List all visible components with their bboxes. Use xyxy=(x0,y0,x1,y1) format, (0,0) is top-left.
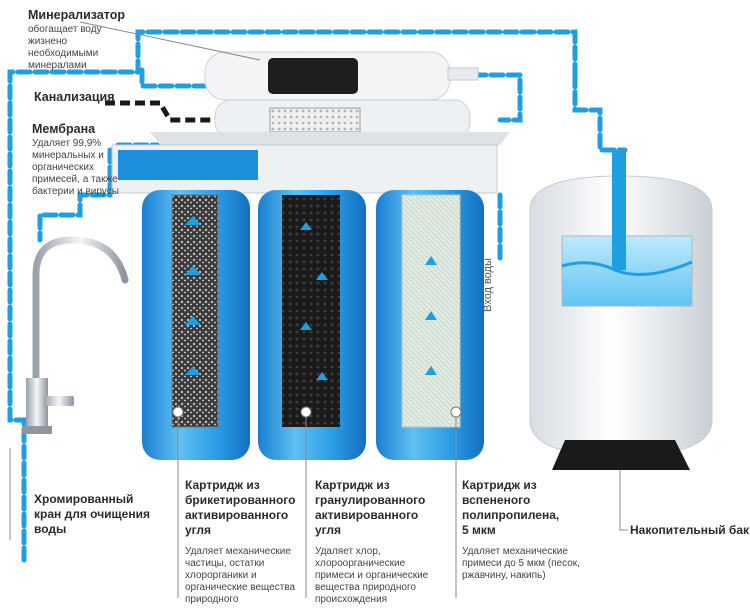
storage-tank xyxy=(529,150,713,470)
housing-3 xyxy=(376,190,484,460)
cartridge-polypropylene-label: Картридж из вспененого полипропилена, 5 … xyxy=(462,478,602,582)
sewer-title: Канализация xyxy=(34,90,115,104)
cartridge-carbon-block-label: Картридж из брикетированного активирован… xyxy=(185,478,305,606)
cartridge-polypropylene-desc: Удаляет механические примеси до 5 мкм (п… xyxy=(462,546,580,581)
tank-label: Накопительный бак xyxy=(630,523,749,537)
water-pipes xyxy=(7,29,628,563)
pipe-mineralizer-in xyxy=(139,67,213,89)
pipe-top-loop xyxy=(7,29,578,563)
cartridge-carbon-block-title: Картридж из брикетированного активирован… xyxy=(185,478,296,537)
membrane-desc: Удаляет 99,9% минеральных и органических… xyxy=(32,138,119,197)
membrane-title: Мембрана xyxy=(32,122,96,136)
water-inlet-label: Вход воды xyxy=(482,258,494,312)
cartridge-carbon-block-desc: Удаляет механические частицы, остатки хл… xyxy=(185,546,296,605)
filter-head-bracket xyxy=(111,132,510,194)
pipe-mineralizer-out xyxy=(437,72,523,123)
pipe-to-tank xyxy=(572,72,628,153)
cartridge-granular-label: Картридж из гранулированного активирован… xyxy=(315,478,450,606)
housing-2 xyxy=(258,190,366,460)
membrane-housing xyxy=(214,99,471,139)
flow-arrows xyxy=(185,216,437,380)
cartridge-granular-title: Картридж из гранулированного активирован… xyxy=(315,478,426,537)
mineralizer-label: Минерализатор обогащает воду жизнено нео… xyxy=(28,8,158,72)
chrome-faucet xyxy=(22,236,129,434)
cartridge-granular-desc: Удаляет хлор, хлороорганические примеси … xyxy=(315,546,429,605)
cartridge-polypropylene-title: Картридж из вспененого полипропилена, 5 … xyxy=(462,478,560,537)
faucet-label: Хромированный кран для очищения воды xyxy=(34,492,150,536)
mineralizer-title: Минерализатор xyxy=(28,8,126,22)
pipe-left xyxy=(37,147,113,243)
sewer-pipe xyxy=(105,100,215,123)
sewer-label: Канализация xyxy=(34,90,115,104)
mineralizer-cartridge xyxy=(204,51,479,101)
membrane-label: Мембрана Удаляет 99,9% минеральных и орг… xyxy=(32,122,157,198)
mineralizer-desc: обогащает воду жизнено необходимыми мине… xyxy=(28,24,102,71)
